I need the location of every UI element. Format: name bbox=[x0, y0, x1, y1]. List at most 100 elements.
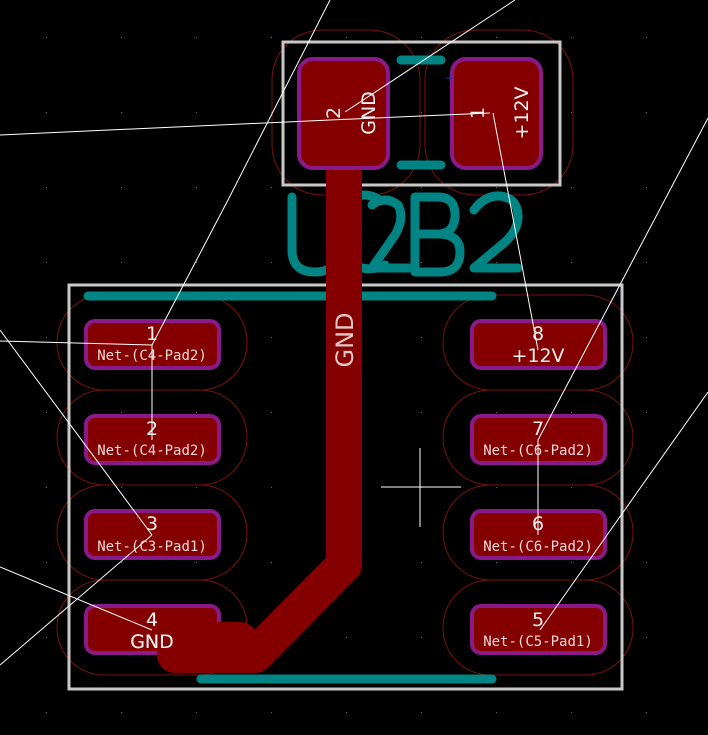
grid-dot bbox=[121, 562, 122, 563]
pad-u2-4-label-overlay: 4 GND bbox=[130, 609, 174, 653]
grid-dot bbox=[271, 412, 272, 413]
grid-dot bbox=[646, 412, 647, 413]
grid-dot bbox=[646, 562, 647, 563]
grid-dot bbox=[496, 712, 497, 713]
pad-net-name: +12V bbox=[511, 345, 564, 367]
grid-dot bbox=[571, 112, 572, 113]
grid-dot bbox=[646, 262, 647, 263]
crosshair-cursor-icon bbox=[381, 448, 461, 527]
pad-cb2-1[interactable]: 1 +12V bbox=[450, 57, 543, 170]
grid-dot bbox=[196, 112, 197, 113]
pad-u2-8[interactable]: 8 +12V bbox=[470, 319, 607, 370]
grid-dot bbox=[271, 262, 272, 263]
grid-dot bbox=[571, 262, 572, 263]
pad-number: 5 bbox=[532, 609, 544, 631]
grid-dot bbox=[196, 187, 197, 188]
ratsnest-line bbox=[0, 119, 331, 136]
grid-dot bbox=[46, 487, 47, 488]
grid-dot bbox=[196, 562, 197, 563]
grid-dot bbox=[271, 712, 272, 713]
pad-number: 4 bbox=[146, 609, 158, 631]
pad-number: 4 bbox=[146, 609, 158, 631]
grid-dot bbox=[271, 187, 272, 188]
grid-dot bbox=[496, 37, 497, 38]
grid-dot bbox=[421, 337, 422, 338]
grid-dot bbox=[496, 412, 497, 413]
grid-dot bbox=[196, 712, 197, 713]
grid-dot bbox=[571, 187, 572, 188]
pad-number: 1 bbox=[146, 323, 158, 345]
grid-dot bbox=[421, 562, 422, 563]
grid-dot bbox=[571, 562, 572, 563]
grid-dot bbox=[46, 337, 47, 338]
grid-dot bbox=[646, 712, 647, 713]
grid-dot bbox=[646, 487, 647, 488]
grid-dot bbox=[46, 562, 47, 563]
ratsnest-line bbox=[492, 112, 539, 351]
ratsnest-line bbox=[539, 391, 708, 631]
grid-dot bbox=[421, 112, 422, 113]
grid-dot bbox=[121, 262, 122, 263]
pad-u2-5[interactable]: 5 Net-(C5-Pad1) bbox=[470, 604, 607, 655]
grid-dot bbox=[421, 412, 422, 413]
gnd-track-overlay: GND bbox=[157, 312, 362, 673]
grid-dot bbox=[46, 37, 47, 38]
grid-dot bbox=[121, 112, 122, 113]
grid-dot bbox=[646, 637, 647, 638]
grid-dot bbox=[121, 712, 122, 713]
grid-dot bbox=[271, 337, 272, 338]
grid-dot bbox=[421, 637, 422, 638]
grid-dot bbox=[271, 37, 272, 38]
ratsnest-line bbox=[227, 0, 331, 201]
grid-dot bbox=[46, 412, 47, 413]
grid-dot bbox=[121, 187, 122, 188]
ratsnest-line bbox=[537, 117, 708, 441]
grid-dot bbox=[646, 337, 647, 338]
grid-dot bbox=[121, 487, 122, 488]
grid-dot bbox=[196, 412, 197, 413]
pad-net-name: GND bbox=[358, 91, 380, 135]
grid-dot bbox=[421, 262, 422, 263]
pad-number: 8 bbox=[532, 323, 544, 345]
pad-net-name: GND bbox=[130, 631, 174, 653]
grid-dot bbox=[496, 487, 497, 488]
ratsnest-line bbox=[151, 199, 229, 346]
pad-net-name: +12V bbox=[511, 86, 533, 139]
grid-dot bbox=[571, 712, 572, 713]
grid-dot bbox=[421, 187, 422, 188]
pad-number: 2 bbox=[323, 107, 345, 119]
silkscreen-reference bbox=[287, 190, 523, 277]
grid-dot bbox=[196, 262, 197, 263]
grid-dot bbox=[46, 187, 47, 188]
grid-dot bbox=[196, 37, 197, 38]
ratsnest-line bbox=[0, 329, 153, 536]
grid-dot bbox=[121, 37, 122, 38]
pad-cb2-2[interactable]: 2 GND bbox=[297, 57, 390, 170]
grid-dot bbox=[421, 37, 422, 38]
grid-dot bbox=[646, 112, 647, 113]
grid-dot bbox=[271, 487, 272, 488]
grid-dot bbox=[196, 487, 197, 488]
grid-dot bbox=[571, 412, 572, 413]
pad-number: 1 bbox=[467, 107, 489, 119]
ratsnest-line bbox=[0, 566, 153, 631]
grid-dot bbox=[646, 37, 647, 38]
ratsnest-line bbox=[0, 340, 153, 346]
ratsnest bbox=[0, 0, 708, 666]
grid-dot bbox=[121, 412, 122, 413]
ratsnest-line bbox=[0, 534, 153, 666]
grid-dot bbox=[496, 562, 497, 563]
ratsnest-line bbox=[329, 112, 491, 121]
grid-dot bbox=[646, 187, 647, 188]
pad-net-name: Net-(C4-Pad2) bbox=[97, 443, 207, 459]
pad-number: 7 bbox=[532, 418, 544, 440]
grid-dot bbox=[46, 262, 47, 263]
track-net-label: GND bbox=[331, 312, 359, 367]
pad-u2-3[interactable]: 3 Net-(C3-Pad1) bbox=[84, 509, 221, 560]
grid-dot bbox=[496, 187, 497, 188]
grid-dot bbox=[496, 262, 497, 263]
grid-dot bbox=[421, 712, 422, 713]
grid-dot bbox=[346, 37, 347, 38]
pad-net-name: Net-(C5-Pad1) bbox=[483, 634, 593, 650]
